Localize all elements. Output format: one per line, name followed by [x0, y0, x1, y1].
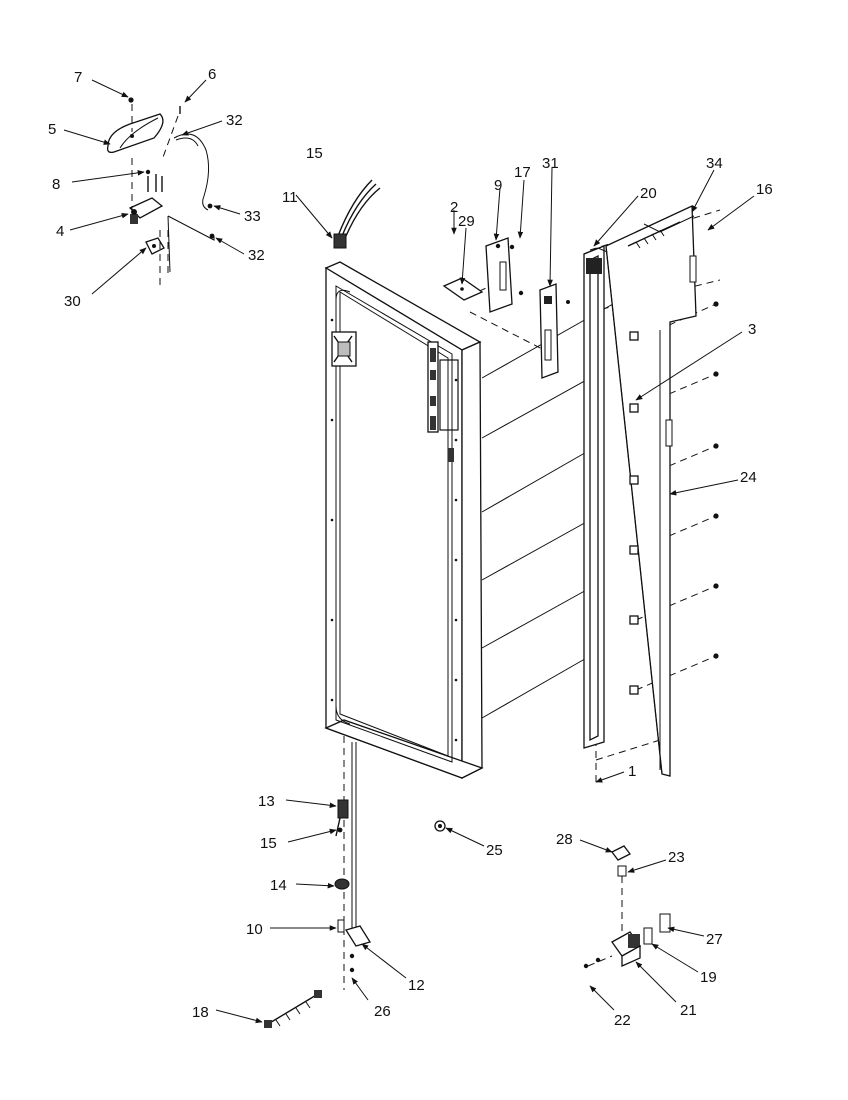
callout-1: 1: [628, 763, 636, 780]
callout-7: 7: [74, 69, 82, 86]
bottom-right-hinge-parts: [583, 845, 671, 969]
callout-8: 8: [52, 176, 60, 193]
callout-23: 23: [668, 849, 685, 866]
callout-leaders: [63, 79, 755, 1024]
callout-5: 5: [48, 121, 56, 138]
callout-31: 31: [542, 155, 559, 172]
callout-33: 33: [244, 208, 261, 225]
callout-20: 20: [640, 185, 657, 202]
callout-4: 4: [56, 223, 64, 240]
callout-27: 27: [706, 931, 723, 948]
door-screw-dots: [330, 318, 458, 742]
top-wires: [333, 179, 381, 249]
callout-9: 9: [494, 177, 502, 194]
callout-32-bottom: 32: [248, 247, 265, 264]
callout-10: 10: [246, 921, 263, 938]
door-trim-strip: [583, 245, 613, 749]
callout-labels: 7 6 5 32 8 33 4 32 30 15 11 2 29 9 17 31…: [48, 66, 773, 1029]
callout-6: 6: [208, 66, 216, 83]
bracket-29: [442, 277, 484, 301]
callout-26: 26: [374, 1003, 391, 1020]
callout-16: 16: [756, 181, 773, 198]
door-latch-mechanism: [331, 331, 357, 400]
screw-16: [627, 221, 681, 249]
callout-14: 14: [270, 877, 287, 894]
door-top-right-hardware: [427, 341, 459, 462]
callout-12: 12: [408, 977, 425, 994]
callout-21: 21: [680, 1002, 697, 1019]
callout-22: 22: [614, 1012, 631, 1029]
bracket-9: [485, 237, 524, 313]
handle-clips: [629, 301, 719, 695]
callout-15-bottom: 15: [260, 835, 277, 852]
callout-28: 28: [556, 831, 573, 848]
bottom-left-hinge-parts: [264, 736, 446, 1028]
callout-24: 24: [740, 469, 757, 486]
callout-11: 11: [282, 189, 298, 206]
callout-25: 25: [486, 842, 503, 859]
callout-3: 3: [748, 321, 756, 338]
callout-18: 18: [192, 1004, 209, 1021]
callout-34: 34: [706, 155, 723, 172]
callout-15-top: 15: [306, 145, 323, 162]
door-panel: [324, 261, 484, 780]
callout-32-top: 32: [226, 112, 243, 129]
callout-13: 13: [258, 793, 275, 810]
top-hinge-assembly: [106, 97, 215, 290]
callout-30: 30: [64, 293, 81, 310]
callout-19: 19: [700, 969, 717, 986]
callout-2: 2: [450, 199, 458, 216]
callout-17: 17: [514, 164, 531, 181]
callout-29: 29: [458, 213, 475, 230]
